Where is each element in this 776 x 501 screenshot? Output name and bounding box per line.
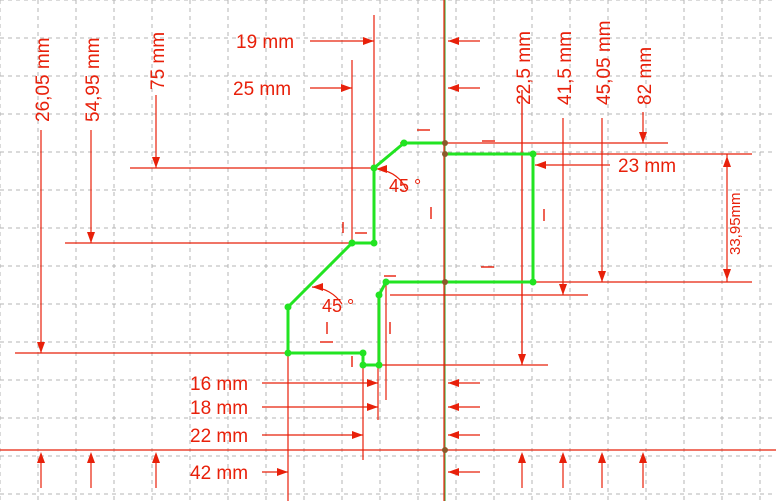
dimension-45-05mm[interactable]: 45,05 mm: [594, 21, 615, 105]
arrowhead: [518, 354, 526, 365]
dimension-33-95mm[interactable]: 33,95mm: [727, 192, 744, 255]
arrowhead: [559, 452, 567, 463]
arrowhead: [341, 84, 352, 92]
dimension-arrows: [37, 37, 731, 476]
dimension-22mm[interactable]: 22 mm: [190, 426, 248, 447]
dimension-75mm[interactable]: 75 mm: [148, 32, 169, 90]
arrowhead: [598, 271, 606, 282]
arrowhead: [448, 379, 459, 387]
arrowhead: [367, 403, 378, 411]
arrowhead: [598, 452, 606, 463]
arrowhead: [352, 431, 363, 439]
dimension-42mm[interactable]: 42 mm: [190, 463, 248, 484]
arrowhead: [312, 283, 323, 291]
arrowhead: [723, 269, 731, 280]
constraint-marks: [320, 129, 545, 367]
arrowhead: [87, 232, 95, 243]
arrowhead: [152, 452, 160, 463]
dimension-54-95mm[interactable]: 54,95 mm: [83, 38, 104, 122]
arrowhead: [559, 284, 567, 295]
dimension-19mm[interactable]: 19 mm: [236, 32, 294, 53]
origin-points: [442, 140, 448, 453]
arrowhead: [277, 468, 288, 476]
dimension-82mm[interactable]: 82 mm: [635, 47, 656, 105]
arrowhead: [448, 431, 459, 439]
dimension-23mm[interactable]: 23 mm: [618, 156, 676, 177]
arrowhead: [639, 452, 647, 463]
arrowhead: [723, 156, 731, 167]
angle-lower-45[interactable]: 45 °: [322, 296, 354, 316]
arrowhead: [535, 161, 546, 169]
arrowhead: [152, 157, 160, 168]
dimension-16mm[interactable]: 16 mm: [190, 374, 248, 395]
arrowhead: [87, 452, 95, 463]
arrowhead: [363, 37, 374, 45]
arrowhead: [518, 452, 526, 463]
dimension-41-5mm[interactable]: 41,5 mm: [555, 31, 576, 105]
angle-upper-45[interactable]: 45 °: [389, 176, 421, 196]
sketch-vertices[interactable]: [284, 139, 537, 369]
dimension-25mm[interactable]: 25 mm: [233, 79, 291, 100]
arrowhead: [376, 165, 387, 173]
dimension-18mm[interactable]: 18 mm: [190, 398, 248, 419]
arrowhead: [448, 84, 459, 92]
arrowhead: [448, 468, 459, 476]
arrowhead: [448, 403, 459, 411]
arrowhead: [37, 452, 45, 463]
arrowhead: [367, 379, 378, 387]
arrowhead: [448, 37, 459, 45]
dimension-26-05mm[interactable]: 26,05 mm: [33, 38, 54, 122]
dimension-22-5mm[interactable]: 22,5 mm: [514, 31, 535, 105]
arrowhead: [37, 342, 45, 353]
arrowhead: [639, 132, 647, 143]
